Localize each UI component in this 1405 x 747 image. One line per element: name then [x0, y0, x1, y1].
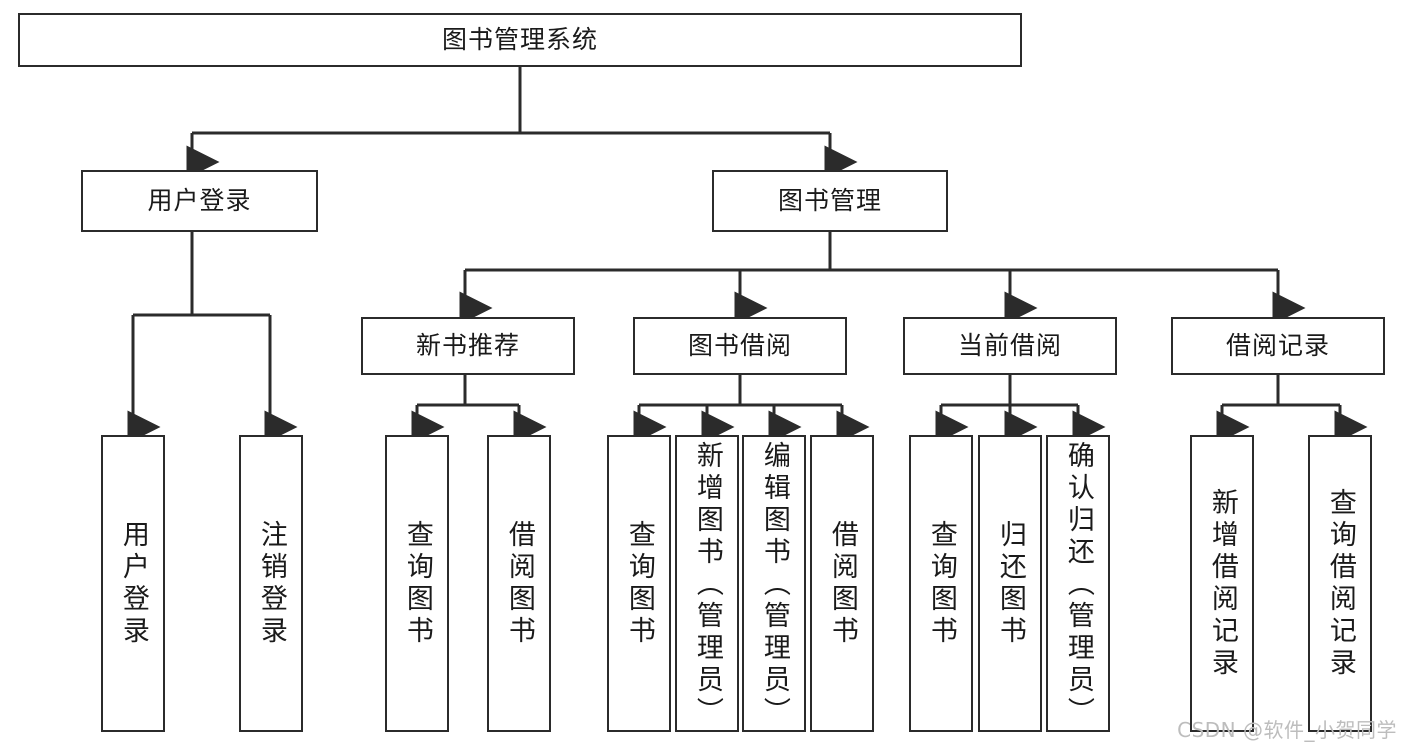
node-book-management-label: 图书管理 [777, 186, 882, 216]
node-borrow-record[interactable]: 借阅记录 [1171, 317, 1385, 375]
node-root[interactable]: 图书管理系统 [18, 13, 1022, 67]
node-leaf-confirm-return[interactable]: 确认归还（管理员） [1046, 435, 1110, 732]
node-leaf-borrow-book-2[interactable]: 借阅图书 [810, 435, 874, 732]
node-book-borrow-label: 图书借阅 [687, 331, 792, 361]
node-leaf-add-record[interactable]: 新增借阅记录 [1190, 435, 1254, 732]
watermark-text: CSDN @软件_小贺同学 [1177, 718, 1397, 742]
node-user-login-label: 用户登录 [147, 186, 252, 216]
node-leaf-query-book-1-label: 查询图书 [401, 519, 433, 648]
node-user-login[interactable]: 用户登录 [81, 170, 318, 232]
node-new-book-recommend[interactable]: 新书推荐 [361, 317, 575, 375]
node-borrow-record-label: 借阅记录 [1225, 331, 1330, 361]
node-leaf-user-login-label: 用户登录 [117, 519, 149, 648]
node-leaf-edit-book[interactable]: 编辑图书（管理员） [742, 435, 806, 732]
node-leaf-logout-login-label: 注销登录 [255, 519, 287, 648]
node-root-label: 图书管理系统 [441, 25, 598, 55]
node-leaf-edit-book-label: 编辑图书（管理员） [758, 441, 790, 729]
node-leaf-query-book-3[interactable]: 查询图书 [909, 435, 973, 732]
node-leaf-query-book-2[interactable]: 查询图书 [607, 435, 671, 732]
node-leaf-borrow-book-2-label: 借阅图书 [826, 519, 858, 648]
node-leaf-query-record[interactable]: 查询借阅记录 [1308, 435, 1372, 732]
node-leaf-add-book-label: 新增图书（管理员） [691, 441, 723, 729]
node-leaf-return-book-label: 归还图书 [994, 519, 1026, 648]
node-book-management[interactable]: 图书管理 [712, 170, 948, 232]
node-leaf-return-book[interactable]: 归还图书 [978, 435, 1042, 732]
node-leaf-query-record-label: 查询借阅记录 [1324, 487, 1356, 680]
node-leaf-add-book[interactable]: 新增图书（管理员） [675, 435, 739, 732]
node-leaf-query-book-2-label: 查询图书 [623, 519, 655, 648]
node-leaf-borrow-book-1[interactable]: 借阅图书 [487, 435, 551, 732]
node-book-borrow[interactable]: 图书借阅 [633, 317, 847, 375]
node-current-borrow-label: 当前借阅 [957, 331, 1062, 361]
node-leaf-user-login[interactable]: 用户登录 [101, 435, 165, 732]
node-new-book-recommend-label: 新书推荐 [415, 331, 520, 361]
node-leaf-confirm-return-label: 确认归还（管理员） [1062, 441, 1094, 729]
node-leaf-query-book-1[interactable]: 查询图书 [385, 435, 449, 732]
node-current-borrow[interactable]: 当前借阅 [903, 317, 1117, 375]
node-leaf-logout-login[interactable]: 注销登录 [239, 435, 303, 732]
node-leaf-add-record-label: 新增借阅记录 [1206, 487, 1238, 680]
node-leaf-query-book-3-label: 查询图书 [925, 519, 957, 648]
node-leaf-borrow-book-1-label: 借阅图书 [503, 519, 535, 648]
